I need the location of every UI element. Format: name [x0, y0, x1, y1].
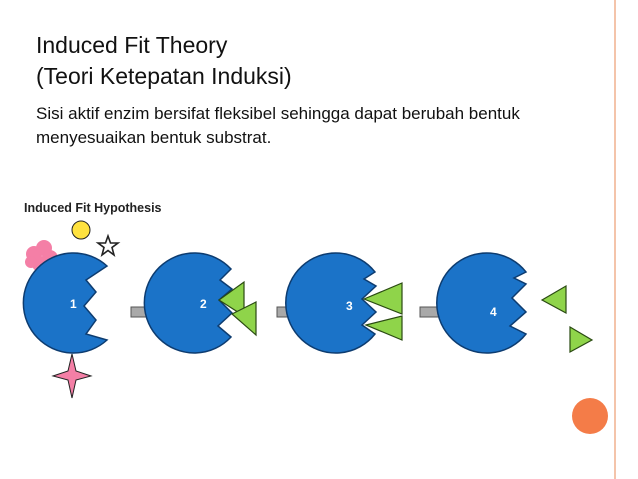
substrate-stage-3-lower-icon — [364, 315, 403, 341]
substrate-stage-4-upper-icon — [540, 284, 567, 315]
stage-2-label: 2 — [200, 297, 207, 311]
title-line-1: Induced Fit Theory — [36, 32, 228, 58]
circle-substrate-icon — [71, 220, 91, 240]
enzyme-stage-1-icon — [22, 252, 109, 354]
induced-fit-diagram: Induced Fit Hypothesis 1 2 3 — [22, 201, 594, 399]
slide-edge-line — [614, 0, 616, 479]
substrate-stage-3-upper-icon — [362, 282, 403, 315]
stage-1-label: 1 — [70, 297, 77, 311]
sparkle-substrate-icon — [51, 353, 93, 399]
enzyme-stage-2-icon — [143, 252, 234, 354]
substrate-stage-2-upper-icon — [217, 280, 245, 318]
cloud-substrate-icon — [25, 240, 58, 272]
accent-circle — [572, 398, 608, 434]
enzyme-stage-3-icon — [285, 252, 378, 354]
substrate-stage-4-lower-icon — [569, 325, 594, 354]
slide-description: Sisi aktif enzim bersifat fleksibel sehi… — [36, 104, 520, 147]
slide-title: Induced Fit Theory (Teori Ketepatan Indu… — [36, 30, 292, 92]
diagram-heading: Induced Fit Hypothesis — [24, 201, 162, 215]
stage-3-label: 3 — [346, 299, 353, 313]
stage-4-label: 4 — [490, 305, 497, 319]
substrate-stage-2-lower-icon — [230, 301, 257, 337]
enzyme-stage-4-icon — [436, 252, 528, 354]
title-line-2: (Teori Ketepatan Induksi) — [36, 63, 292, 89]
star-substrate-icon — [95, 233, 121, 258]
